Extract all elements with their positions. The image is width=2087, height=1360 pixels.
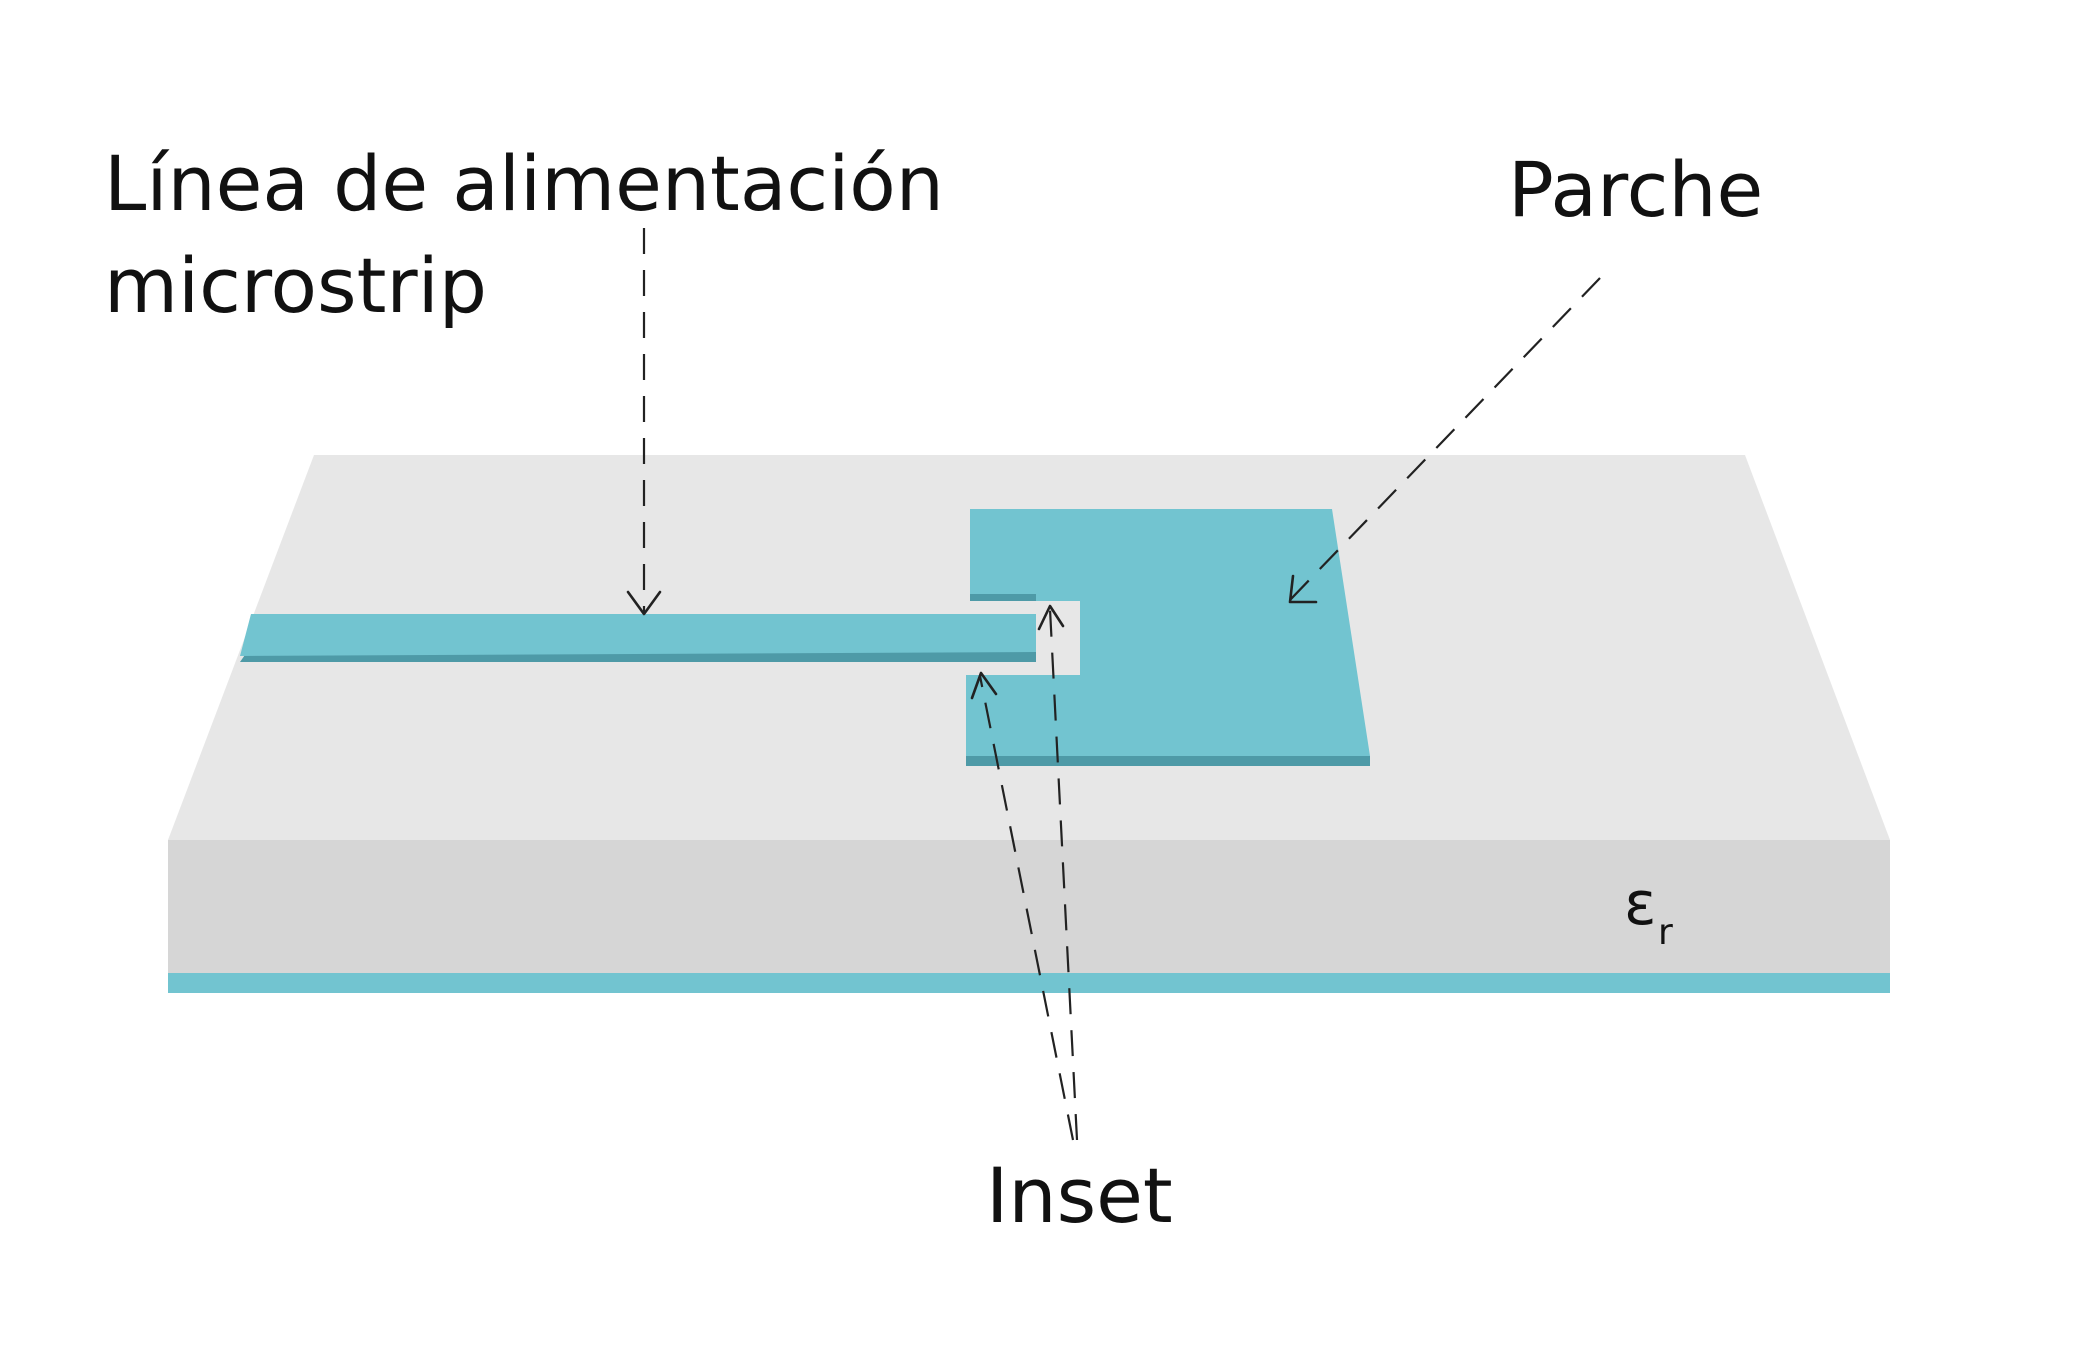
permittivity-symbol: ε — [1624, 869, 1656, 939]
inset-leader-right — [1048, 608, 1079, 1141]
patch-label: Parche — [1508, 145, 1763, 234]
inset-left-arrowhead — [970, 671, 998, 700]
inset-label: Inset — [986, 1151, 1173, 1240]
inset-right-arrowhead — [1037, 604, 1065, 631]
feed-line-into-inset — [960, 614, 1036, 652]
microstrip-feed-line — [240, 614, 1036, 656]
feed-line-label-line1: Línea de alimentación — [104, 139, 944, 228]
inset-leader-left — [978, 675, 1075, 1141]
ground-plane — [168, 973, 1890, 993]
radiating-patch — [966, 509, 1370, 756]
patch-edge-bottom — [966, 756, 1370, 766]
patch-arrowhead — [1288, 574, 1318, 604]
inset-notch-upper-gap — [1036, 601, 1080, 614]
permittivity-subscript: r — [1658, 912, 1673, 953]
feed-line-label-line2: microstrip — [104, 241, 487, 330]
feed-line-arrowhead — [626, 590, 662, 616]
inset-notch-lower-gap — [1036, 662, 1080, 672]
substrate-side-face — [168, 840, 1890, 973]
patch-leader — [1289, 277, 1601, 601]
